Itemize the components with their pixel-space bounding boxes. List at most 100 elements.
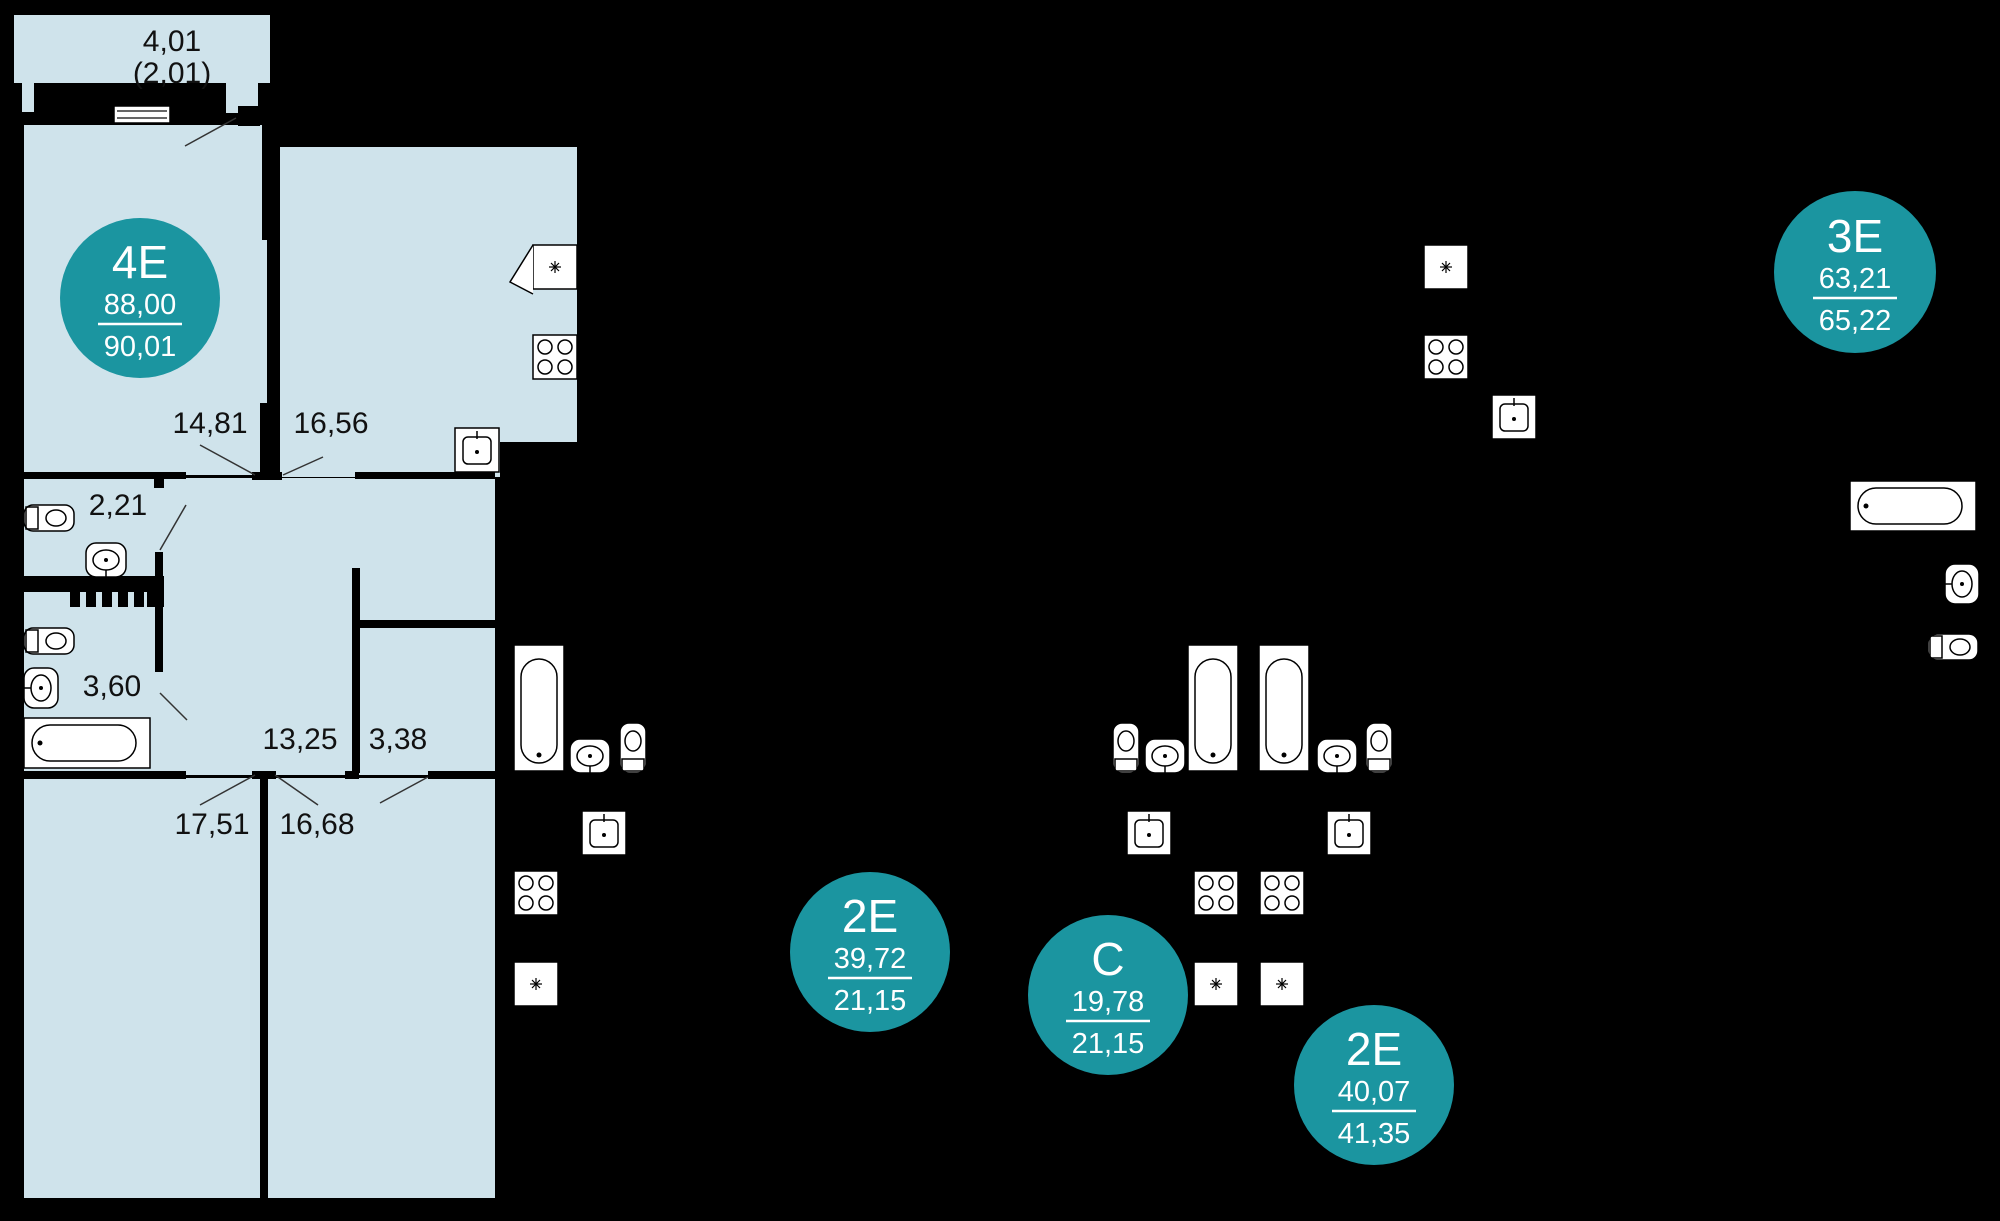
door: [159, 504, 187, 551]
badge-area-total: 90,01: [104, 331, 177, 363]
badge-area-total: 65,22: [1819, 305, 1892, 337]
ventilation-icon: [508, 244, 578, 295]
washbasin-icon: [569, 738, 611, 774]
stove-icon: [513, 870, 559, 916]
badge-area-living: 39,72: [834, 943, 907, 975]
door: [199, 444, 256, 476]
door: [379, 776, 429, 804]
toilet-icon: [1927, 633, 1979, 661]
ventilation-icon: [1193, 961, 1239, 1007]
apartment-4e-plan: [14, 15, 577, 1198]
badge-type: 2E: [1346, 1023, 1402, 1075]
wall: [355, 472, 495, 479]
badge-area-total: 21,15: [834, 985, 907, 1017]
apartment-badge-2e-b[interactable]: 2E 40,07 41,35: [1294, 1005, 1454, 1165]
walls: [22, 106, 495, 1198]
sink-icon: [1326, 810, 1372, 856]
badge-type: 3E: [1827, 210, 1883, 262]
stove-icon: [1259, 870, 1305, 916]
room-kitchen: [280, 147, 577, 442]
area-kitchen: 16,56: [293, 407, 368, 440]
toilet-icon: [23, 627, 75, 655]
wall: [274, 240, 280, 405]
wall: [260, 403, 280, 479]
toilet-icon: [1112, 722, 1140, 774]
room-area-labels: 4,01 (2,01) 14,81 16,56 2,21 3,60 13,25 …: [83, 25, 427, 841]
wall: [22, 112, 114, 124]
badge-type: C: [1091, 933, 1124, 985]
badge-area-living: 40,07: [1338, 1076, 1411, 1108]
wall: [252, 771, 276, 779]
toilet-icon: [619, 722, 647, 774]
door: [274, 774, 319, 806]
badge-area-living: 63,21: [1819, 263, 1892, 295]
wall: [22, 472, 186, 479]
badge-area-living: 19,78: [1072, 986, 1145, 1018]
badge-type: 4E: [112, 236, 168, 288]
ventilation-icon: [513, 961, 559, 1007]
ventilation-icon: [1423, 244, 1469, 290]
badge-type: 2E: [842, 890, 898, 942]
apartment-badge-c[interactable]: C 19,78 21,15: [1028, 915, 1188, 1075]
washbasin-icon: [23, 667, 59, 709]
wall: [147, 585, 164, 607]
badge-area-total: 41,35: [1338, 1118, 1411, 1150]
door: [282, 456, 324, 476]
balcony-area: 4,01: [143, 25, 201, 58]
badge-area-living: 88,00: [104, 289, 177, 321]
wall: [352, 568, 360, 773]
washbasin-icon: [1144, 738, 1186, 774]
sink-icon: [1126, 810, 1172, 856]
window: [113, 105, 171, 124]
wall: [262, 125, 280, 240]
stove-icon: [1423, 334, 1469, 380]
balcony-area-reduced: (2,01): [133, 57, 211, 90]
area-wc: 2,21: [89, 489, 147, 522]
bathtub-icon: [1849, 480, 1977, 532]
room-bedroom-left: [24, 778, 264, 1198]
apartment-badge-4e[interactable]: 4E 88,00 90,01: [60, 218, 220, 378]
room-bedroom-right: [268, 778, 495, 1198]
bathtub-icon: [1187, 644, 1239, 772]
stove-icon: [1193, 870, 1239, 916]
area-storage: 3,38: [369, 723, 427, 756]
wall: [22, 771, 186, 779]
sink-icon: [581, 810, 627, 856]
balcony: [14, 15, 270, 83]
wall: [238, 106, 260, 126]
area-living-left: 14,81: [172, 407, 247, 440]
bathtub-icon: [1258, 644, 1310, 772]
ventilation-icon: [1259, 961, 1305, 1007]
area-bedroom-right: 16,68: [279, 808, 354, 841]
sink-icon: [1491, 394, 1537, 440]
area-bedroom-left: 17,51: [174, 808, 249, 841]
door: [184, 117, 237, 147]
area-bathroom: 3,60: [83, 670, 141, 703]
bathtub-icon: [23, 717, 151, 769]
fixtures: [22, 244, 1980, 1007]
wall: [154, 476, 164, 488]
bathtub-icon: [513, 644, 565, 772]
door: [159, 692, 188, 721]
wall: [345, 771, 359, 779]
wall: [155, 552, 163, 672]
washbasin-icon: [85, 542, 127, 578]
apartment-badge-2e-a[interactable]: 2E 39,72 21,15: [790, 872, 950, 1032]
sink-icon: [454, 427, 500, 473]
radiator-icon: [22, 580, 162, 607]
apartment-badge-3e[interactable]: 3E 63,21 65,22: [1774, 191, 1936, 353]
toilet-icon: [1365, 722, 1393, 774]
door-swings: [113, 105, 429, 806]
badge-area-total: 21,15: [1072, 1028, 1145, 1060]
wall: [252, 472, 282, 480]
area-hall: 13,25: [262, 723, 337, 756]
washbasin-icon: [1316, 738, 1358, 774]
wall: [360, 620, 495, 628]
stove-icon: [532, 334, 578, 380]
wall: [260, 778, 267, 1198]
washbasin-icon: [1944, 563, 1980, 605]
door: [199, 774, 256, 806]
balcony-side-left: [22, 83, 34, 113]
wall: [428, 771, 495, 779]
